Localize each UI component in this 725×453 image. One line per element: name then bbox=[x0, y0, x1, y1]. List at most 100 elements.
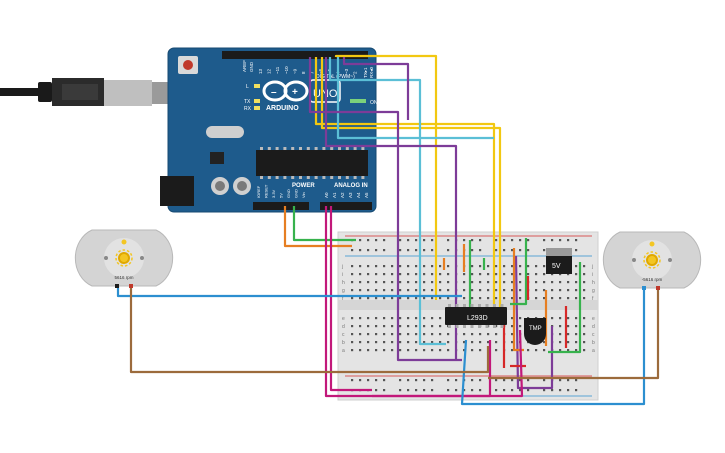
analog-pin-label: A4 bbox=[356, 192, 361, 198]
motor-left[interactable]: 5616 rpm bbox=[74, 229, 174, 288]
digital-pin-label: ~3 bbox=[344, 68, 349, 74]
analog-header bbox=[320, 202, 372, 210]
wire-purple bbox=[324, 57, 458, 360]
tx-pin-label: TX▸1 bbox=[363, 67, 368, 78]
power-label: POWER bbox=[292, 183, 315, 189]
arduino-board[interactable]: – + ARDUINO UNO DIGITAL (PWM~) ON L TX R… bbox=[160, 47, 378, 213]
digital-pin-label: ~11 bbox=[275, 66, 280, 74]
power-jack bbox=[160, 176, 194, 206]
analog-pin-label: A5 bbox=[364, 192, 369, 198]
motor-left-rpm: 5616 rpm bbox=[114, 275, 133, 280]
digital-label: DIGITAL (PWM~) bbox=[316, 74, 355, 80]
row-letter: g bbox=[342, 288, 345, 294]
tx-led-label: TX bbox=[244, 99, 251, 105]
motor-right[interactable]: -5616 rpm bbox=[602, 231, 702, 290]
wire-green bbox=[548, 262, 582, 354]
row-letter: h bbox=[342, 280, 345, 286]
atmega-chip bbox=[256, 150, 368, 176]
analog-pin-label: A1 bbox=[332, 192, 337, 198]
row-letter: f bbox=[592, 296, 594, 302]
svg-text:+: + bbox=[292, 87, 298, 98]
wire-yellow bbox=[334, 54, 438, 300]
row-letter: c bbox=[342, 332, 345, 338]
row-letter: c bbox=[592, 332, 595, 338]
wire-purple bbox=[514, 255, 554, 390]
wire-yellow bbox=[320, 57, 502, 318]
rx-led-label: RX bbox=[244, 106, 252, 112]
row-letter: j bbox=[591, 264, 593, 270]
row-letter: a bbox=[342, 348, 345, 354]
analog-pin-label: A2 bbox=[340, 192, 345, 198]
l293d-label: L293D bbox=[467, 315, 488, 322]
row-letter: e bbox=[342, 316, 345, 322]
power-pin-label: 5V bbox=[279, 193, 284, 198]
analog-label: ANALOG IN bbox=[334, 183, 368, 189]
power-pin-label: GND bbox=[294, 189, 299, 198]
wire-purple bbox=[342, 57, 410, 120]
analog-pin-label: A0 bbox=[324, 192, 329, 198]
wire-magenta bbox=[329, 206, 372, 392]
arduino-brand: ARDUINO bbox=[266, 105, 299, 112]
digital-header bbox=[222, 51, 368, 59]
on-label: ON bbox=[370, 100, 378, 106]
digital-pin-label: 13 bbox=[258, 68, 263, 74]
tmp-label: TMP bbox=[529, 326, 542, 332]
row-letter: g bbox=[592, 288, 595, 294]
power-pin-label: 3.3V bbox=[271, 189, 276, 198]
wire-cyan bbox=[328, 57, 446, 346]
digital-pin-label: ~10 bbox=[284, 66, 289, 74]
power-pin-label: IOREF bbox=[256, 185, 261, 198]
row-letter: h bbox=[592, 280, 595, 286]
l293d-driver[interactable]: L293D bbox=[445, 304, 507, 328]
digital-pin-label: ~6 bbox=[318, 68, 323, 74]
wire-blue bbox=[116, 286, 462, 298]
row-letter: i bbox=[592, 272, 593, 278]
wire-brown bbox=[129, 286, 490, 374]
digital-pin-label: ~9 bbox=[292, 68, 297, 74]
tmp-sensor[interactable]: TMP bbox=[524, 318, 546, 345]
digital-pin-label: 8 bbox=[301, 71, 306, 74]
row-letter: j bbox=[341, 264, 343, 270]
row-letter: d bbox=[342, 324, 345, 330]
row-letter: b bbox=[342, 340, 345, 346]
motor-right-rpm: -5616 rpm bbox=[642, 277, 663, 282]
digital-pin-label: 12 bbox=[267, 68, 272, 74]
power-pin-label: Vin bbox=[301, 192, 306, 198]
power-pin-label: RESET bbox=[264, 184, 269, 198]
wire-green bbox=[292, 206, 356, 242]
wire-orange bbox=[283, 206, 352, 248]
svg-text:–: – bbox=[271, 87, 277, 98]
wire-purple bbox=[308, 57, 462, 362]
wire-cyan bbox=[336, 57, 494, 140]
gnd-top-label: GND bbox=[249, 61, 254, 72]
analog-pin-label: A3 bbox=[348, 192, 353, 198]
digital-pin-label: 7 bbox=[310, 71, 315, 74]
row-letter: e bbox=[592, 316, 595, 322]
power-header bbox=[253, 202, 309, 210]
voltage-regulator[interactable]: 5V bbox=[546, 248, 572, 274]
wire-green bbox=[510, 238, 528, 306]
wires bbox=[116, 54, 660, 406]
row-letter: i bbox=[342, 272, 343, 278]
usb-cable bbox=[0, 78, 174, 106]
wire-brown bbox=[488, 288, 660, 380]
power-pin-label: GND bbox=[286, 189, 291, 198]
aref-label: AREF bbox=[242, 60, 247, 72]
arduino-logo: – + bbox=[262, 80, 309, 102]
rx-pin-label: RX◂0 bbox=[369, 66, 374, 78]
row-letter: a bbox=[592, 348, 595, 354]
regulator-label: 5V bbox=[552, 263, 561, 270]
crystal bbox=[206, 126, 244, 138]
digital-pin-label: 2 bbox=[353, 71, 358, 74]
wire-yellow bbox=[314, 57, 496, 318]
row-letter: b bbox=[592, 340, 595, 346]
row-letter: d bbox=[592, 324, 595, 330]
row-letter: f bbox=[342, 296, 344, 302]
l-led-label: L bbox=[246, 84, 249, 90]
wire-magenta bbox=[372, 329, 524, 398]
